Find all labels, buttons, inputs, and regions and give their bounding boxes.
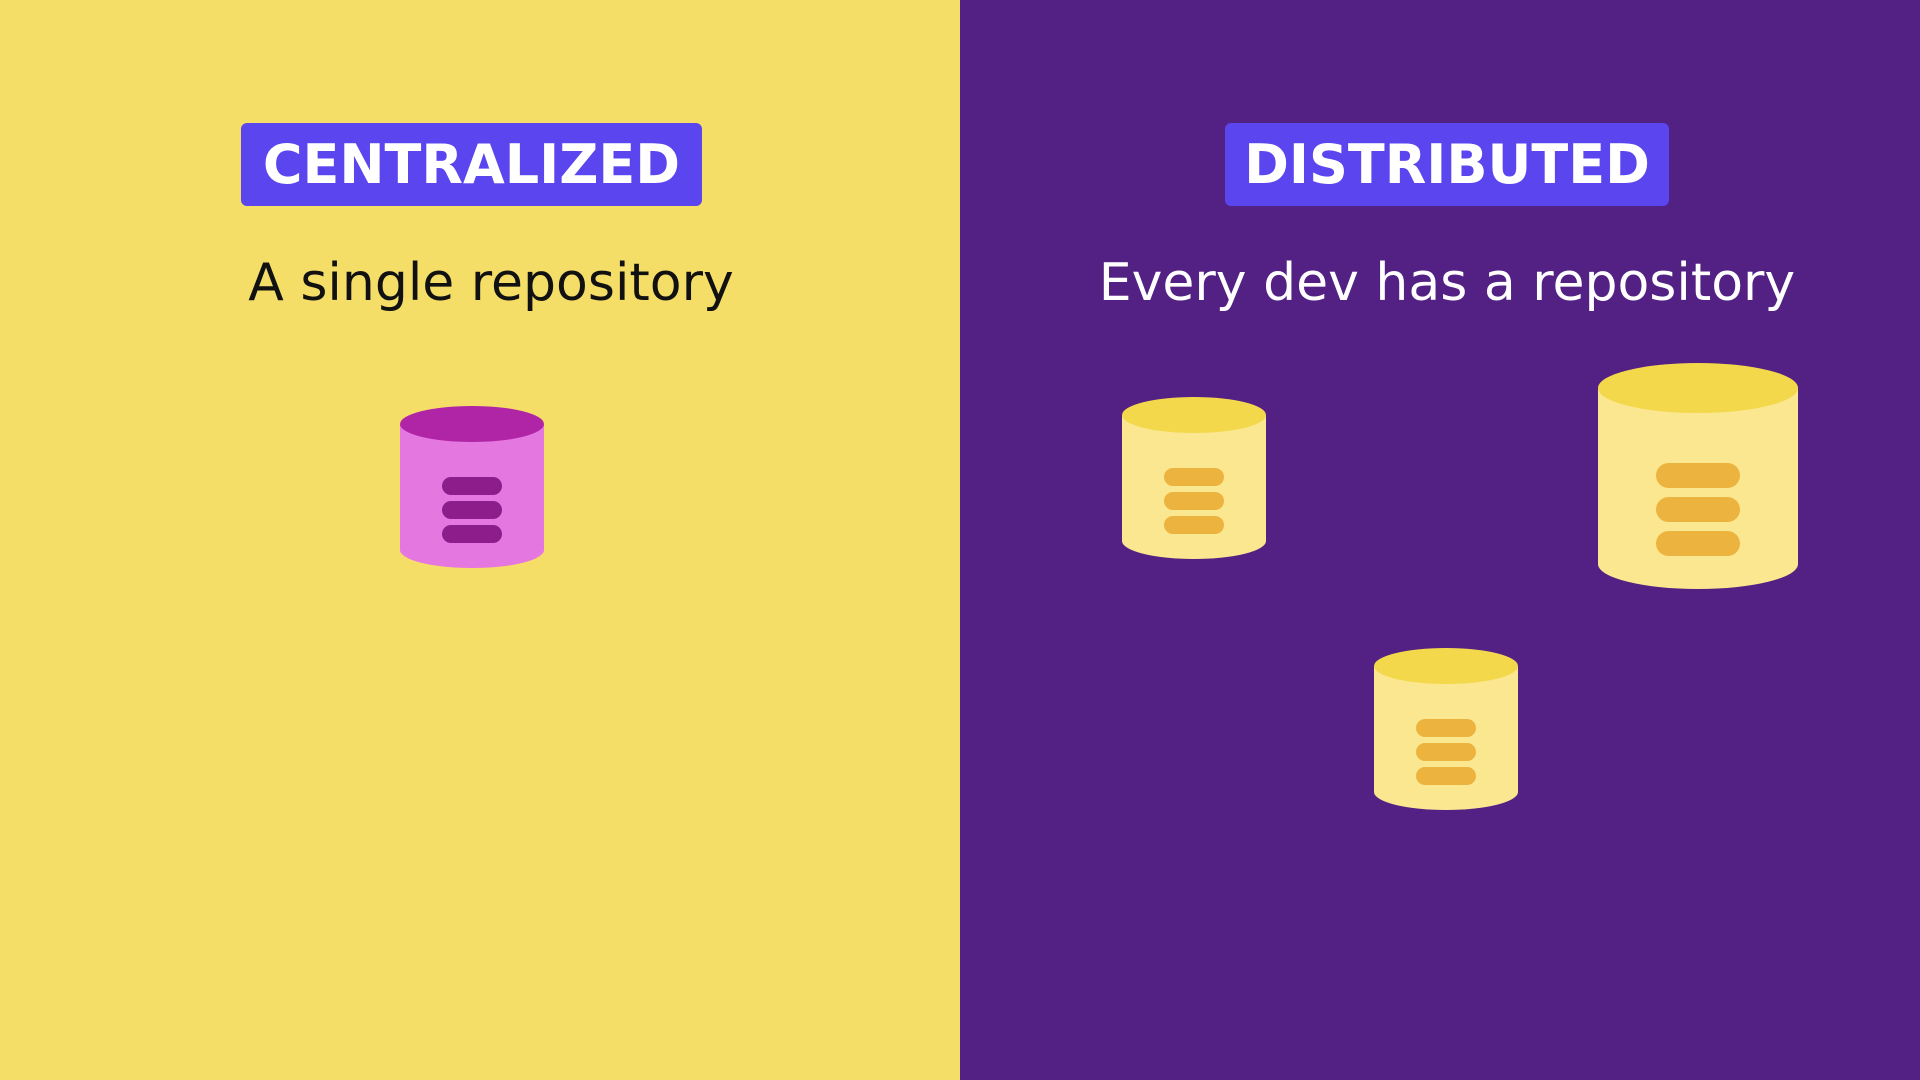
centralized-subtitle: A single repository: [248, 253, 734, 313]
dev-database-body: [1598, 388, 1798, 589]
dev-database-body: [1374, 666, 1518, 810]
central-database-bar: [442, 477, 502, 495]
dev-database-icon-bottom: [1374, 648, 1518, 810]
central-database-top: [400, 406, 544, 442]
centralized-badge: CENTRALIZED: [241, 123, 702, 206]
dev-database-bar: [1656, 497, 1740, 522]
distributed-badge: DISTRIBUTED: [1225, 123, 1669, 206]
dev-database-icon-right: [1598, 363, 1798, 589]
distributed-panel: DISTRIBUTED Every dev has a repository: [960, 0, 1920, 1080]
central-database-body: [400, 424, 544, 568]
central-database-bar: [442, 525, 502, 543]
dev-database-top: [1122, 397, 1266, 433]
dev-database-body: [1122, 415, 1266, 559]
dev-database-bar: [1164, 468, 1224, 486]
dev-database-bar: [1164, 516, 1224, 534]
distributed-subtitle: Every dev has a repository: [1098, 253, 1796, 313]
dev-database-top: [1598, 363, 1798, 413]
dev-database-bar: [1416, 719, 1476, 737]
dev-database-icon-left: [1122, 397, 1266, 559]
centralized-panel: CENTRALIZED A single repository: [0, 0, 960, 1080]
dev-database-bar: [1416, 743, 1476, 761]
central-database-bar: [442, 501, 502, 519]
dev-database-top: [1374, 648, 1518, 684]
dev-database-bar: [1656, 531, 1740, 556]
dev-database-bar: [1416, 767, 1476, 785]
central-database-icon: [400, 406, 544, 568]
dev-database-bar: [1656, 463, 1740, 488]
dev-database-bar: [1164, 492, 1224, 510]
